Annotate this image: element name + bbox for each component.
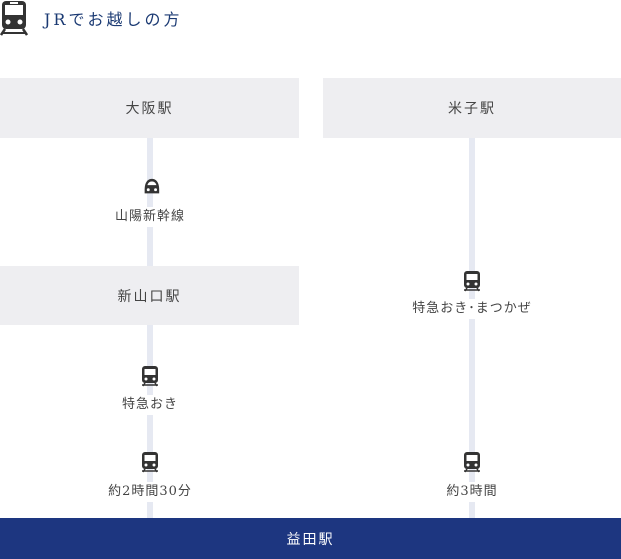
route-label-sanyo-shinkansen: 山陽新幹線 xyxy=(100,207,200,227)
station-osaka-label: 大阪駅 xyxy=(125,101,174,117)
train-icon xyxy=(142,452,158,473)
route-label-oki-matsukaze: 特急おき･まつかぜ xyxy=(392,299,552,319)
station-shin-yamaguchi-label: 新山口駅 xyxy=(117,288,182,305)
shinkansen-icon xyxy=(144,178,160,194)
page-title: JRでお越しの方 xyxy=(44,10,183,29)
route-label-oki: 特急おき xyxy=(100,395,200,415)
station-masuda: 益田駅 xyxy=(0,518,621,559)
duration-label-right: 約3時間 xyxy=(427,482,517,502)
page-header: JRでお越しの方 xyxy=(0,0,300,40)
station-osaka: 大阪駅 xyxy=(0,78,299,138)
station-shin-yamaguchi: 新山口駅 xyxy=(0,266,299,325)
left-route-line xyxy=(147,138,153,518)
train-icon xyxy=(464,452,480,473)
train-icon xyxy=(142,366,158,387)
station-masuda-label: 益田駅 xyxy=(286,531,335,548)
station-yonago: 米子駅 xyxy=(323,78,621,138)
duration-label-left: 約2時間30分 xyxy=(95,482,205,502)
train-icon xyxy=(464,271,480,292)
station-yonago-label: 米子駅 xyxy=(448,101,496,117)
right-route-line xyxy=(469,138,475,518)
train-icon xyxy=(0,1,28,36)
